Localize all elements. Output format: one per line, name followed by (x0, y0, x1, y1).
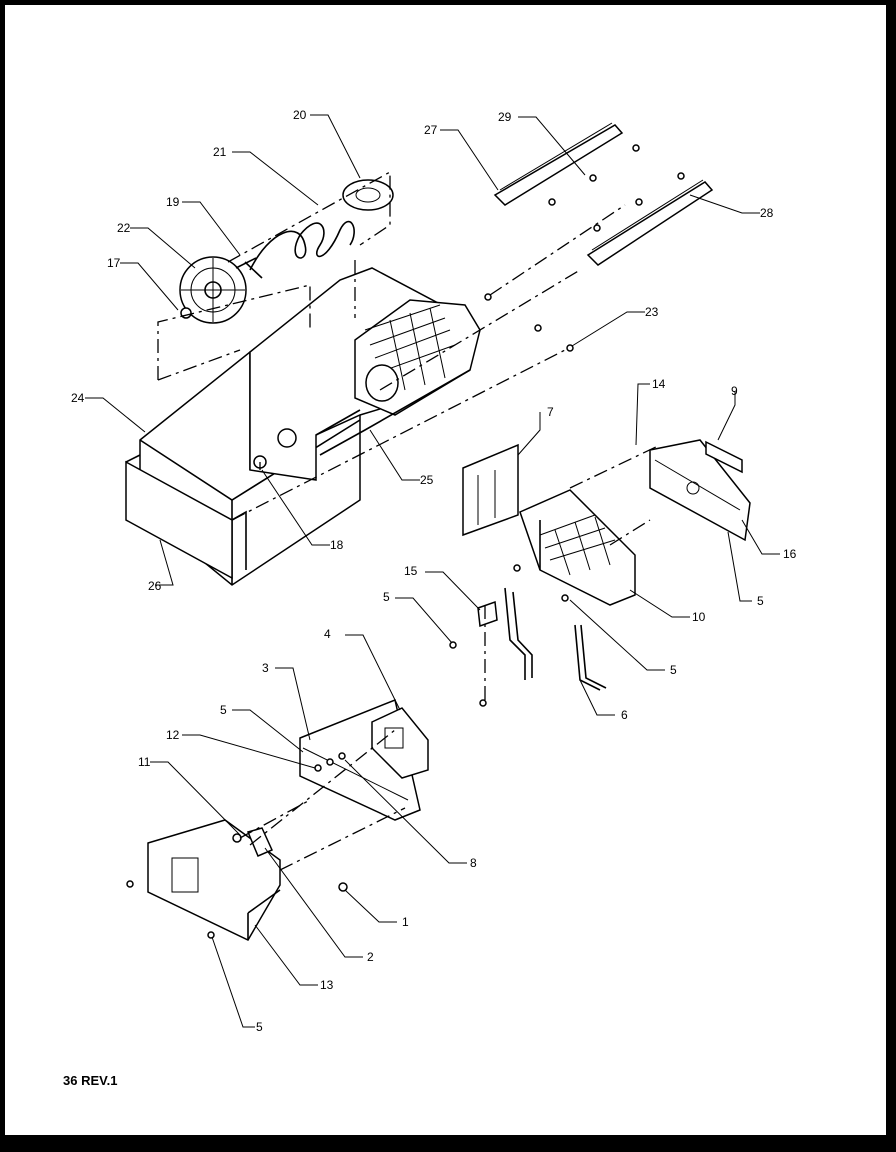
drawing-paper (5, 5, 886, 1135)
callout-9: 9 (731, 384, 738, 398)
callout-26: 26 (148, 579, 162, 593)
callout-11: 11 (138, 755, 151, 769)
part-icemaker (519, 489, 636, 606)
part-mounting-plate (649, 439, 751, 542)
callout-1: 1 (402, 915, 409, 929)
part-harness-connector (705, 440, 743, 474)
assembly-lines (157, 170, 661, 871)
callout-22: 22 (117, 221, 131, 235)
part-rear-rail (586, 179, 714, 266)
callout-8: 8 (470, 856, 477, 870)
callout-23: 23 (645, 305, 659, 319)
callout-5-d: 5 (220, 703, 227, 717)
callout-3: 3 (262, 661, 269, 675)
callout-27: 27 (424, 123, 438, 137)
screws-misc (126, 564, 569, 939)
callout-5-c: 5 (383, 590, 390, 604)
callout-17: 17 (107, 256, 121, 270)
callout-24: 24 (71, 391, 85, 405)
part-fill-cup (477, 600, 498, 628)
part-wire-harness (504, 587, 607, 691)
callout-10: 10 (692, 610, 706, 624)
callout-19: 19 (166, 195, 180, 209)
callout-20: 20 (293, 108, 307, 122)
callout-16: 16 (783, 547, 797, 561)
part-front-rail (493, 122, 624, 206)
callout-18: 18 (330, 538, 344, 552)
part-auger-wheel (179, 256, 247, 324)
callout-4: 4 (324, 627, 331, 641)
callout-13: 13 (320, 978, 334, 992)
callout-25: 25 (420, 473, 434, 487)
callout-12: 12 (166, 728, 180, 742)
screws-rails (484, 144, 685, 352)
callout-15: 15 (404, 564, 418, 578)
callout-2: 2 (367, 950, 374, 964)
part-drive-spring (235, 220, 355, 279)
callout-labels: 20 21 19 22 17 24 25 18 26 27 29 28 23 7… (63, 108, 797, 1088)
part-icemaker-bracket (462, 443, 519, 537)
callout-5-b: 5 (670, 663, 677, 677)
callout-5-a: 5 (757, 594, 764, 608)
callout-21: 21 (213, 145, 227, 159)
part-spring-cap (342, 179, 394, 211)
callout-7: 7 (547, 405, 554, 419)
revision-code: 36 REV.1 (63, 1073, 117, 1088)
callout-14: 14 (652, 377, 666, 391)
callout-5-e: 5 (256, 1020, 263, 1034)
callout-29: 29 (498, 110, 512, 124)
leader-lines (85, 114, 780, 1028)
callout-28: 28 (760, 206, 774, 220)
callout-6: 6 (621, 708, 628, 722)
